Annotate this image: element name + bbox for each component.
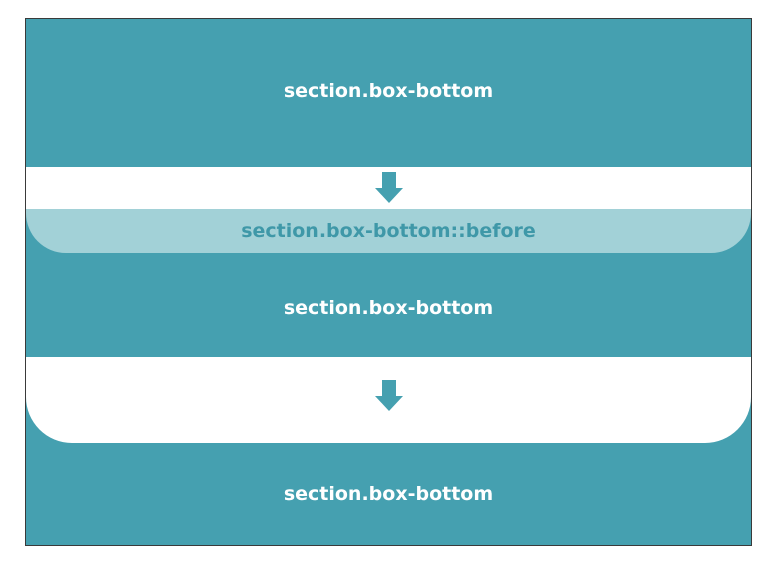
- box-bottom-label-1: section.box-bottom: [283, 80, 494, 102]
- box-bottom-label-3: section.box-bottom: [283, 483, 494, 505]
- arrow-down-icon: [374, 172, 403, 203]
- box-bottom-section-2: section.box-bottom::before section.box-b…: [26, 209, 751, 357]
- diagram-frame: section.box-bottom section.box-bottom::b…: [25, 18, 752, 546]
- box-bottom-label-2: section.box-bottom: [283, 297, 494, 319]
- box-bottom-before-pseudo: section.box-bottom::before: [26, 209, 751, 253]
- box-bottom-section-1: section.box-bottom: [26, 19, 751, 167]
- arrow-down-icon: [374, 380, 403, 411]
- box-bottom-before-label: section.box-bottom::before: [241, 220, 536, 242]
